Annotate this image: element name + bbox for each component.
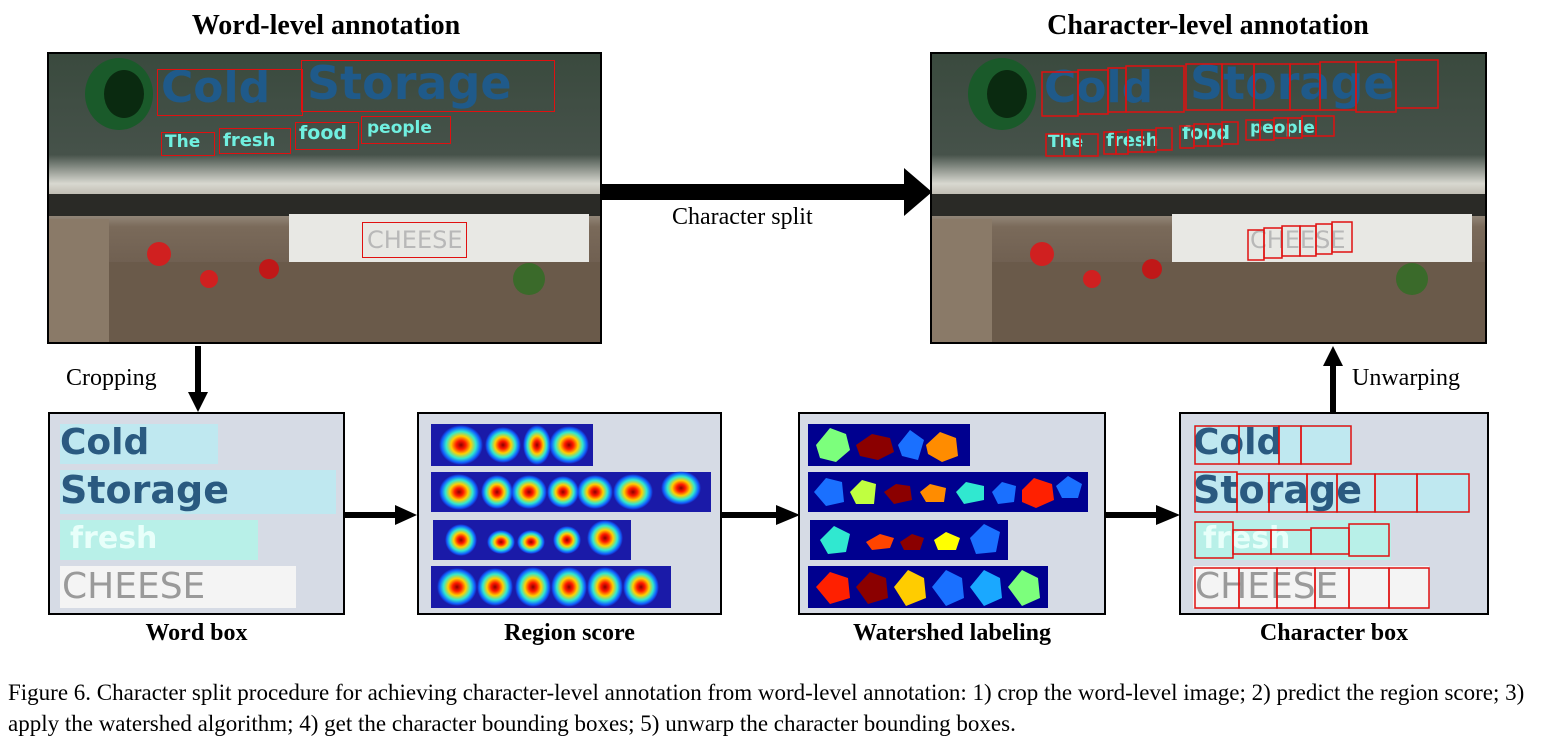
crop-word-storage: Storage	[60, 468, 229, 512]
scene-word-the: The	[165, 132, 201, 152]
character-boxes	[1194, 425, 1470, 609]
cropping-label: Cropping	[66, 365, 157, 391]
word-box-cheese	[362, 222, 467, 258]
character-boxes-overlay	[1041, 59, 1439, 261]
word-box-food	[295, 122, 359, 150]
character-box-panel: Cold Storage fresh CHEESE	[1179, 412, 1489, 615]
arrow-word-to-region	[345, 505, 417, 525]
watershed-panel	[798, 412, 1106, 615]
word-box-fresh	[219, 128, 291, 154]
scene-word-people-char: people	[1250, 118, 1315, 138]
word-box-people	[361, 116, 451, 144]
character-box-label: Character box	[1259, 620, 1409, 646]
scene-word-cheese-char: CHEESE	[1250, 226, 1346, 254]
word-level-photo: Cold Storage The fresh food people CHEES…	[47, 52, 602, 344]
figure-caption: Figure 6. Character split procedure for …	[8, 680, 1525, 736]
left-title: Word-level annotation	[191, 10, 461, 41]
unwarping-label: Unwarping	[1352, 365, 1460, 391]
crop-word-cold: Cold	[60, 422, 150, 463]
charbox-word-cold: Cold	[1193, 422, 1283, 463]
word-box-the	[161, 132, 215, 156]
scene-word-fresh: fresh	[223, 130, 276, 151]
watershed-label: Watershed labeling	[852, 620, 1051, 646]
scene-word-cheese: CHEESE	[367, 226, 463, 254]
unwarping-arrow	[1323, 346, 1343, 412]
crop-word-cheese: CHEESE	[62, 566, 206, 607]
charbox-word-fresh: fresh	[1203, 521, 1291, 556]
arrow-region-to-watershed	[722, 505, 800, 525]
crop-word-fresh: fresh	[70, 521, 158, 556]
cropping-arrow	[188, 346, 208, 412]
right-title: Character-level annotation	[1047, 10, 1369, 41]
region-score-label: Region score	[504, 620, 635, 646]
character-split-label: Character split	[672, 204, 813, 230]
word-box-cold	[157, 69, 303, 116]
scene-word-fresh-char: fresh	[1106, 130, 1159, 151]
scene-word-cold: Cold	[161, 62, 271, 113]
word-box-panel: Cold Storage fresh CHEESE	[48, 412, 345, 615]
word-box-label: Word box	[145, 620, 248, 646]
character-split-arrow	[602, 168, 932, 216]
character-level-photo: Cold Storage The fresh food people CHEES…	[930, 52, 1487, 344]
region-score-heatmaps	[431, 424, 711, 608]
region-score-panel	[417, 412, 722, 615]
arrow-watershed-to-charbox	[1106, 505, 1180, 525]
watershed-labels	[808, 424, 1088, 608]
scene-word-people: people	[367, 118, 432, 138]
scene-word-cold-char: Cold	[1044, 62, 1154, 113]
charbox-word-storage: Storage	[1193, 468, 1362, 512]
scene-word-storage: Storage	[307, 56, 512, 110]
word-box-storage	[301, 60, 555, 112]
scene-word-the-char: The	[1048, 132, 1084, 152]
scene-word-food: food	[299, 122, 347, 144]
scene-word-storage-char: Storage	[1190, 56, 1395, 110]
